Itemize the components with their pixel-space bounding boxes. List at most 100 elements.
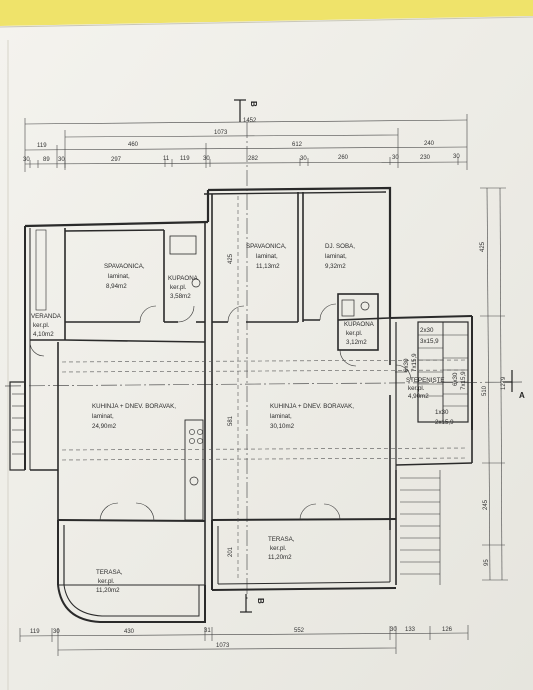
room-kitchen-living-right: KUHINJA + DNEV. BORAVAK, laminat, 30,10m… bbox=[270, 403, 354, 430]
room-stairs-finish: ker.pl. bbox=[408, 385, 425, 392]
dim-right-upper: 425 bbox=[480, 241, 486, 252]
room-stairs-name: STEPENISTE bbox=[406, 377, 445, 384]
room-kitchenR-finish: laminat, bbox=[270, 413, 292, 420]
room-veranda: VERANDA ker.pl. 4,10m2 bbox=[31, 313, 62, 338]
dim-r3-0: 119 bbox=[37, 143, 47, 149]
section-b-top-label: B bbox=[249, 101, 258, 107]
room-kids-finish: laminat, bbox=[325, 253, 347, 260]
room-bath1-name: KUPAONA bbox=[168, 275, 199, 282]
room-kitchenR-name: KUHINJA + DNEV. BORAVAK, bbox=[270, 403, 354, 410]
stairs-label-g: 6x30 bbox=[452, 372, 459, 386]
room-bed1-area: 8,94m2 bbox=[106, 283, 127, 290]
room-bath2-finish: ker.pl. bbox=[346, 330, 363, 337]
dim-r4-9: 260 bbox=[338, 155, 349, 161]
room-bath2-name: KUPAONA bbox=[344, 321, 375, 328]
room-terrace-left: TERASA, ker.pl. 11,20m2 bbox=[96, 569, 123, 594]
bottom-dimensions bbox=[19, 625, 469, 656]
dim-b-5: 30 bbox=[390, 627, 397, 633]
room-veranda-name: VERANDA bbox=[31, 313, 62, 320]
dim-inner-581: 581 bbox=[228, 415, 234, 426]
room-terrace-right: TERASA, ker.pl. 11,20m2 bbox=[268, 536, 295, 561]
paper-fold-shadow bbox=[0, 16, 533, 28]
dim-r4-0: 30 bbox=[23, 157, 30, 163]
dim-r4-6: 30 bbox=[203, 156, 210, 162]
room-bed1-finish: laminat, bbox=[108, 273, 130, 280]
room-kitchen-living-left: KUHINJA + DNEV. BORAVAK, laminat, 24,90m… bbox=[92, 403, 176, 430]
right-dimensions bbox=[480, 187, 508, 581]
room-terraceL-name: TERASA, bbox=[96, 569, 123, 576]
room-veranda-finish: ker.pl. bbox=[33, 322, 50, 329]
room-stairs-area: 4,90m2 bbox=[408, 393, 429, 400]
room-kitchenR-area: 30,10m2 bbox=[270, 423, 295, 430]
stairs-label-b: 3x15,9 bbox=[420, 338, 439, 345]
dim-right-bottom: 95 bbox=[484, 559, 490, 566]
room-bath1-finish: ker.pl. bbox=[170, 284, 187, 291]
dim-right-lower: 245 bbox=[483, 499, 489, 510]
dim-r3-1: 460 bbox=[128, 142, 139, 148]
stairs-label-f: 6x30 bbox=[403, 358, 410, 372]
dim-r4-2: 30 bbox=[58, 157, 65, 163]
overhead-dashed-lines bbox=[61, 196, 466, 580]
room-kitchenL-name: KUHINJA + DNEV. BORAVAK, bbox=[92, 403, 176, 410]
stairs-label-h: 7x15,9 bbox=[460, 371, 467, 390]
room-staircase: STEPENISTE ker.pl. 4,90m2 bbox=[406, 377, 445, 400]
stairs-label-e: 7x15,9 bbox=[411, 353, 418, 372]
dim-b-7: 126 bbox=[442, 627, 453, 633]
dim-inner-425: 425 bbox=[228, 253, 234, 264]
room-veranda-area: 4,10m2 bbox=[33, 331, 54, 338]
dim-inner-width: 1073 bbox=[214, 130, 228, 136]
top-dimensions bbox=[24, 114, 468, 172]
dim-b-0: 119 bbox=[30, 629, 40, 635]
section-a-cut-line bbox=[4, 381, 523, 387]
room-terraceR-finish: ker.pl. bbox=[270, 545, 287, 552]
dim-b-2: 430 bbox=[124, 629, 135, 635]
room-terraceL-area: 11,20m2 bbox=[96, 587, 120, 594]
room-bath2-area: 3,12m2 bbox=[346, 339, 367, 346]
yellow-binder-strip bbox=[0, 0, 533, 26]
dim-r3-3: 240 bbox=[424, 141, 435, 147]
room-kitchenL-finish: laminat, bbox=[92, 413, 114, 420]
dim-b-1: 30 bbox=[53, 629, 60, 635]
room-kids-name: DJ. SOBA, bbox=[325, 243, 355, 250]
door-swings bbox=[29, 303, 412, 522]
dim-inner-201: 201 bbox=[228, 546, 234, 557]
room-terraceL-finish: ker.pl. bbox=[98, 578, 115, 585]
dim-r4-5: 119 bbox=[180, 156, 190, 162]
dim-total-width: 1452 bbox=[243, 118, 257, 124]
dim-r3-2: 612 bbox=[292, 142, 303, 148]
dim-right-mid: 510 bbox=[482, 385, 488, 396]
dim-r4-11: 230 bbox=[420, 155, 431, 161]
dim-r4-10: 30 bbox=[392, 155, 399, 161]
stair-step-labels: 2x30 3x15,9 1x30 2x15,9 7x15,9 6x30 6x30… bbox=[403, 327, 467, 426]
room-bed2-name: SPAVAONICA, bbox=[246, 243, 287, 250]
section-b-bottom-marker bbox=[240, 594, 252, 613]
room-kids-area: 9,32m2 bbox=[325, 263, 346, 270]
dim-r4-4: 11 bbox=[163, 156, 170, 162]
room-kitchenL-area: 24,90m2 bbox=[92, 423, 117, 430]
room-bed2-finish: laminat, bbox=[256, 253, 278, 260]
dim-b-total: 1073 bbox=[216, 643, 230, 649]
room-bathroom-1: KUPAONA ker.pl. 3,58m2 bbox=[168, 275, 199, 300]
dim-b-6: 133 bbox=[405, 627, 416, 633]
room-bed1-name: SPAVAONICA, bbox=[104, 263, 145, 270]
dim-r4-1: 89 bbox=[43, 157, 50, 163]
section-a-label: A bbox=[519, 391, 525, 400]
stairs-label-c: 1x30 bbox=[435, 409, 449, 416]
dim-r4-7: 282 bbox=[248, 156, 259, 162]
dim-b-3: 31 bbox=[204, 628, 211, 634]
dim-b-4: 552 bbox=[294, 628, 305, 634]
section-b-bottom-label: B bbox=[256, 598, 265, 604]
room-kids-room: DJ. SOBA, laminat, 9,32m2 bbox=[325, 243, 355, 270]
dim-r4-3: 297 bbox=[111, 157, 122, 163]
dim-right-total: 1279 bbox=[501, 376, 507, 390]
stairs-label-a: 2x30 bbox=[420, 327, 434, 334]
room-bath1-area: 3,58m2 bbox=[170, 293, 191, 300]
section-b-top-marker bbox=[234, 99, 246, 122]
stairs-label-d: 2x15,9 bbox=[435, 419, 454, 426]
room-terraceR-name: TERASA, bbox=[268, 536, 295, 543]
room-terraceR-area: 11,20m2 bbox=[268, 554, 292, 561]
room-bathroom-2: KUPAONA ker.pl. 3,12m2 bbox=[344, 321, 375, 346]
dim-r4-12: 30 bbox=[453, 154, 460, 160]
